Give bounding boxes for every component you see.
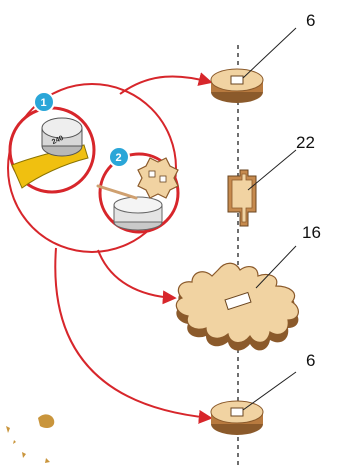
gluing-inset: 2 xyxy=(96,146,180,234)
step-1-number: 1 xyxy=(41,97,47,109)
sanding-cylinder: 240 xyxy=(41,117,83,157)
sawdust-specks xyxy=(6,414,55,463)
arrow-to-gear xyxy=(97,249,177,305)
bottom-washer xyxy=(210,400,264,435)
tools-circle xyxy=(7,83,177,253)
leader-line-top-washer xyxy=(242,27,297,79)
glued-gear-part xyxy=(137,157,179,199)
cross-peg xyxy=(227,169,257,227)
step-1-badge xyxy=(33,91,55,113)
glue-brush xyxy=(96,184,138,200)
top-washer xyxy=(210,68,264,103)
sanding-inset: 240 1 xyxy=(8,91,96,194)
arrow-to-bottom-washer xyxy=(54,247,213,424)
grit-label: 240 xyxy=(51,135,65,146)
step-2-badge xyxy=(108,146,130,168)
label-gear: 16 xyxy=(302,223,321,242)
label-bottom-washer: 6 xyxy=(306,351,315,370)
label-top-washer: 6 xyxy=(306,11,315,30)
leader-line-bottom-washer xyxy=(242,371,297,411)
glue-mark xyxy=(159,175,167,183)
label-cross-peg: 22 xyxy=(296,133,315,152)
glue-pot xyxy=(113,196,163,231)
step-2-number: 2 xyxy=(116,152,122,164)
gear xyxy=(175,262,299,351)
glue-mark xyxy=(148,170,156,178)
arrow-to-top-washer xyxy=(119,72,213,95)
leader-line-cross-peg xyxy=(247,149,297,191)
leader-line-gear xyxy=(255,245,297,289)
